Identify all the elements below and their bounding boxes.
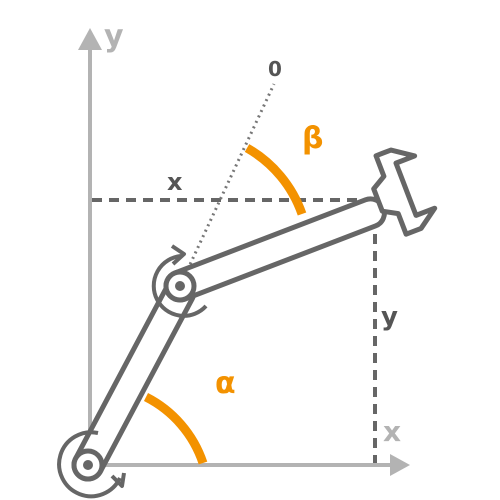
base-rotation-arrowhead-icon xyxy=(110,472,126,488)
zero-reference-label: 0 xyxy=(268,57,282,81)
alpha-label: α xyxy=(215,366,236,401)
gripper-icon xyxy=(371,147,438,237)
alpha-angle-arc xyxy=(143,392,208,465)
beta-label: β xyxy=(302,121,323,156)
elbow-rotation-arrow-icon xyxy=(151,254,208,318)
x-axis-label: x xyxy=(383,415,401,448)
base-joint-pin xyxy=(83,460,93,470)
base-rotation-arrow-icon xyxy=(57,430,122,499)
projection-lines xyxy=(92,198,377,463)
x-axis-arrowhead xyxy=(390,454,410,476)
elbow-joint-pin xyxy=(175,281,185,291)
beta-angle-arc xyxy=(244,144,307,216)
base-joint xyxy=(57,430,126,499)
elbow-rotation-arrowhead-icon xyxy=(170,244,186,266)
y-axis-label: y xyxy=(104,19,124,54)
world-axes xyxy=(78,28,410,476)
y-axis-arrowhead xyxy=(78,28,102,50)
x-projection-label: x xyxy=(167,168,183,196)
y-projection-label: y xyxy=(381,302,398,332)
elbow-joint xyxy=(151,244,208,318)
zero-reference-dotted-line xyxy=(178,83,276,287)
